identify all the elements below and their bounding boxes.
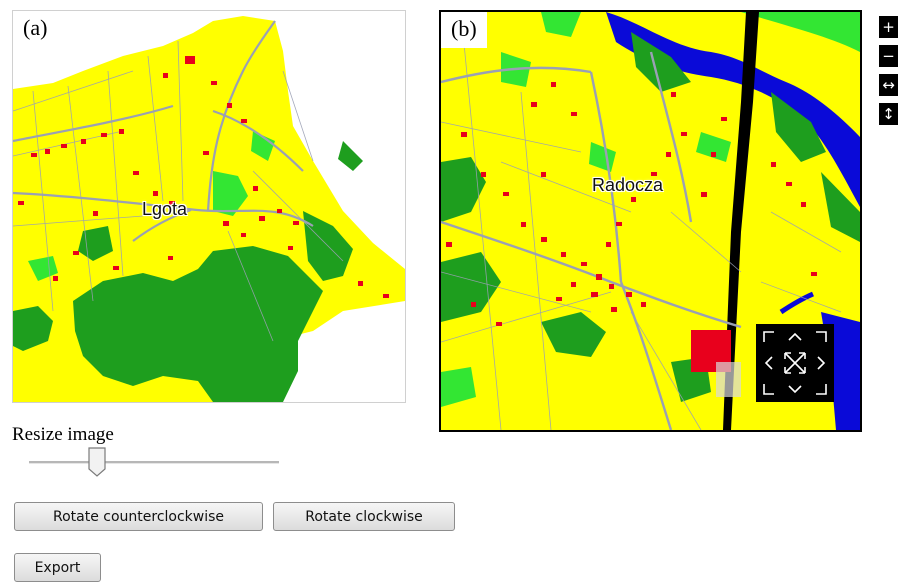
- corner-bottom-right-icon: [816, 384, 827, 395]
- corner-bottom-left-icon: [763, 384, 774, 395]
- panel-a-tag: (a): [13, 11, 58, 47]
- pan-control-pad[interactable]: [756, 324, 834, 402]
- rotate-counterclockwise-button[interactable]: Rotate counterclockwise: [14, 502, 263, 531]
- fit-width-button[interactable]: ↔: [879, 74, 898, 96]
- place-label-radocza: Radocza: [592, 175, 664, 195]
- land-use-map-b: [441, 12, 860, 430]
- pan-right-icon[interactable]: [817, 356, 826, 370]
- pan-left-icon[interactable]: [764, 356, 773, 370]
- fit-height-button[interactable]: ↕: [879, 103, 898, 125]
- reset-view-icon[interactable]: [784, 352, 806, 374]
- panel-b-tag: (b): [441, 12, 487, 48]
- map-panel-a: (a) Lgota: [12, 10, 406, 403]
- place-label-lgota: Lgota: [142, 199, 188, 219]
- rotate-clockwise-button[interactable]: Rotate clockwise: [273, 502, 455, 531]
- export-button[interactable]: Export: [14, 553, 101, 582]
- resize-slider-track[interactable]: [29, 461, 279, 464]
- resize-image-label: Resize image: [12, 424, 114, 445]
- pan-up-icon[interactable]: [788, 332, 802, 341]
- land-use-map-a: [13, 16, 405, 402]
- zoom-out-button[interactable]: −: [879, 45, 898, 67]
- zoom-in-button[interactable]: +: [879, 16, 898, 38]
- pan-down-icon[interactable]: [788, 385, 802, 394]
- corner-top-left-icon: [763, 331, 774, 342]
- corner-top-right-icon: [816, 331, 827, 342]
- resize-slider-thumb[interactable]: [87, 447, 107, 477]
